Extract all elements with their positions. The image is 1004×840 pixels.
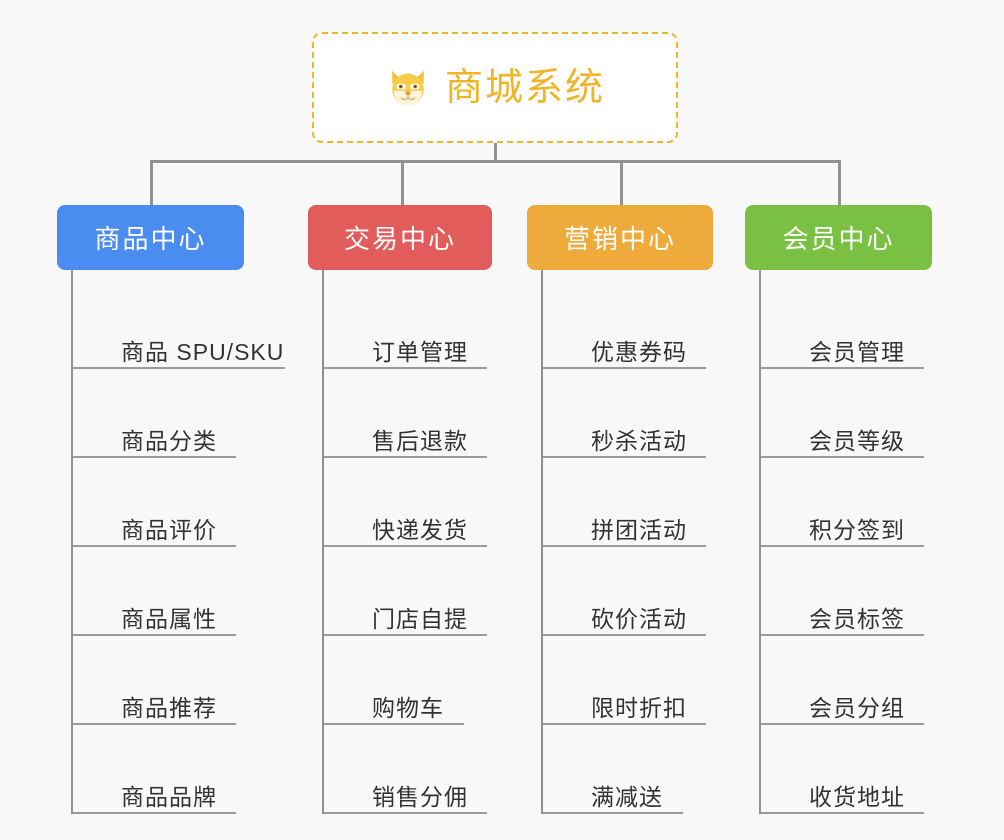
list-item-underline xyxy=(761,723,924,725)
connector-trunk-vertical xyxy=(494,143,497,162)
list-item-underline xyxy=(543,367,706,369)
list-item[interactable]: 商品评价 xyxy=(73,458,244,547)
list-item-underline xyxy=(543,545,706,547)
list-item[interactable]: 商品 SPU/SKU xyxy=(73,280,285,369)
list-item[interactable]: 秒杀活动 xyxy=(543,369,713,458)
list-item[interactable]: 满减送 xyxy=(543,725,713,814)
list-item-underline xyxy=(73,545,236,547)
list-item-label: 商品 SPU/SKU xyxy=(121,338,285,365)
list-item-underline xyxy=(324,545,487,547)
connector-drop-3 xyxy=(620,160,623,205)
list-item[interactable]: 商品品牌 xyxy=(73,725,244,814)
list-item-underline xyxy=(543,812,683,814)
root-node[interactable]: 商城系统 xyxy=(312,32,678,143)
list-item[interactable]: 销售分佣 xyxy=(324,725,492,814)
list-item-underline xyxy=(324,723,464,725)
list-item-label: 限时折扣 xyxy=(591,694,687,721)
list-item-underline xyxy=(324,812,487,814)
list-item-underline xyxy=(761,634,924,636)
list-item-label: 商品属性 xyxy=(121,605,217,632)
list-item-underline xyxy=(543,723,706,725)
list-item-label: 商品推荐 xyxy=(121,694,217,721)
list-item[interactable]: 会员分组 xyxy=(761,636,932,725)
list-item[interactable]: 购物车 xyxy=(324,636,492,725)
list-item[interactable]: 限时折扣 xyxy=(543,636,713,725)
list-item[interactable]: 优惠券码 xyxy=(543,280,713,369)
list-item-underline xyxy=(761,456,924,458)
category-title: 商品中心 xyxy=(94,224,207,254)
list-item[interactable]: 商品属性 xyxy=(73,547,244,636)
category-column: 会员中心会员管理会员等级积分签到会员标签会员分组收货地址 xyxy=(745,205,932,814)
list-item-label: 商品分类 xyxy=(121,427,217,454)
connector-drop-1 xyxy=(150,160,153,205)
list-item-label: 收货地址 xyxy=(809,783,905,810)
list-item-underline xyxy=(324,634,487,636)
list-item-label: 满减送 xyxy=(591,783,663,810)
list-item[interactable]: 商品分类 xyxy=(73,369,244,458)
list-item-label: 商品评价 xyxy=(121,516,217,543)
list-item[interactable]: 会员管理 xyxy=(761,280,932,369)
category-item-list: 商品 SPU/SKU 商品分类商品评价商品属性商品推荐商品品牌 xyxy=(71,270,285,814)
list-item[interactable]: 会员标签 xyxy=(761,547,932,636)
list-item[interactable]: 订单管理 xyxy=(324,280,492,369)
list-item-label: 商品品牌 xyxy=(121,783,217,810)
list-item-label: 购物车 xyxy=(372,694,444,721)
list-item-label: 门店自提 xyxy=(372,605,468,632)
list-item-underline xyxy=(73,367,285,369)
list-item[interactable]: 拼团活动 xyxy=(543,458,713,547)
list-item[interactable]: 售后退款 xyxy=(324,369,492,458)
category-box[interactable]: 商品中心 xyxy=(57,205,244,270)
list-item-label: 拼团活动 xyxy=(591,516,687,543)
list-item[interactable]: 收货地址 xyxy=(761,725,932,814)
category-column: 营销中心优惠券码秒杀活动拼团活动砍价活动限时折扣满减送 xyxy=(527,205,713,814)
category-column: 商品中心商品 SPU/SKU 商品分类商品评价商品属性商品推荐商品品牌 xyxy=(57,205,285,814)
list-item-underline xyxy=(543,634,706,636)
list-item-underline xyxy=(761,545,924,547)
list-item-underline xyxy=(73,456,236,458)
dog-face-icon xyxy=(385,65,431,111)
category-column: 交易中心订单管理售后退款快递发货门店自提购物车销售分佣 xyxy=(308,205,492,814)
list-item-label: 秒杀活动 xyxy=(591,427,687,454)
category-title: 营销中心 xyxy=(563,224,676,254)
list-item-underline xyxy=(73,723,236,725)
list-item-label: 快递发货 xyxy=(372,516,468,543)
list-item-label: 售后退款 xyxy=(372,427,468,454)
list-item[interactable]: 门店自提 xyxy=(324,547,492,636)
list-item-label: 积分签到 xyxy=(809,516,905,543)
list-item[interactable]: 快递发货 xyxy=(324,458,492,547)
connector-drop-4 xyxy=(838,160,841,205)
list-item[interactable]: 会员等级 xyxy=(761,369,932,458)
list-item-label: 订单管理 xyxy=(372,338,468,365)
list-item-label: 会员管理 xyxy=(809,338,905,365)
list-item-underline xyxy=(73,634,236,636)
category-title: 会员中心 xyxy=(782,224,895,254)
list-item-label: 会员标签 xyxy=(809,605,905,632)
list-item-underline xyxy=(761,812,924,814)
category-item-list: 订单管理售后退款快递发货门店自提购物车销售分佣 xyxy=(322,270,492,814)
list-item-label: 会员等级 xyxy=(809,427,905,454)
category-item-list: 会员管理会员等级积分签到会员标签会员分组收货地址 xyxy=(759,270,932,814)
list-item-label: 销售分佣 xyxy=(372,783,468,810)
connector-drop-2 xyxy=(401,160,404,205)
category-title: 交易中心 xyxy=(343,224,456,254)
category-box[interactable]: 交易中心 xyxy=(308,205,492,270)
list-item-underline xyxy=(73,812,236,814)
list-item-underline xyxy=(324,367,487,369)
list-item[interactable]: 商品推荐 xyxy=(73,636,244,725)
category-item-list: 优惠券码秒杀活动拼团活动砍价活动限时折扣满减送 xyxy=(541,270,713,814)
list-item[interactable]: 积分签到 xyxy=(761,458,932,547)
connector-trunk-horizontal xyxy=(150,160,840,163)
list-item-underline xyxy=(324,456,487,458)
list-item-underline xyxy=(761,367,924,369)
list-item[interactable]: 砍价活动 xyxy=(543,547,713,636)
list-item-underline xyxy=(543,456,706,458)
list-item-label: 砍价活动 xyxy=(591,605,687,632)
list-item-label: 会员分组 xyxy=(809,694,905,721)
category-box[interactable]: 营销中心 xyxy=(527,205,713,270)
category-box[interactable]: 会员中心 xyxy=(745,205,932,270)
list-item-label: 优惠券码 xyxy=(591,338,687,365)
root-title: 商城系统 xyxy=(444,66,605,109)
